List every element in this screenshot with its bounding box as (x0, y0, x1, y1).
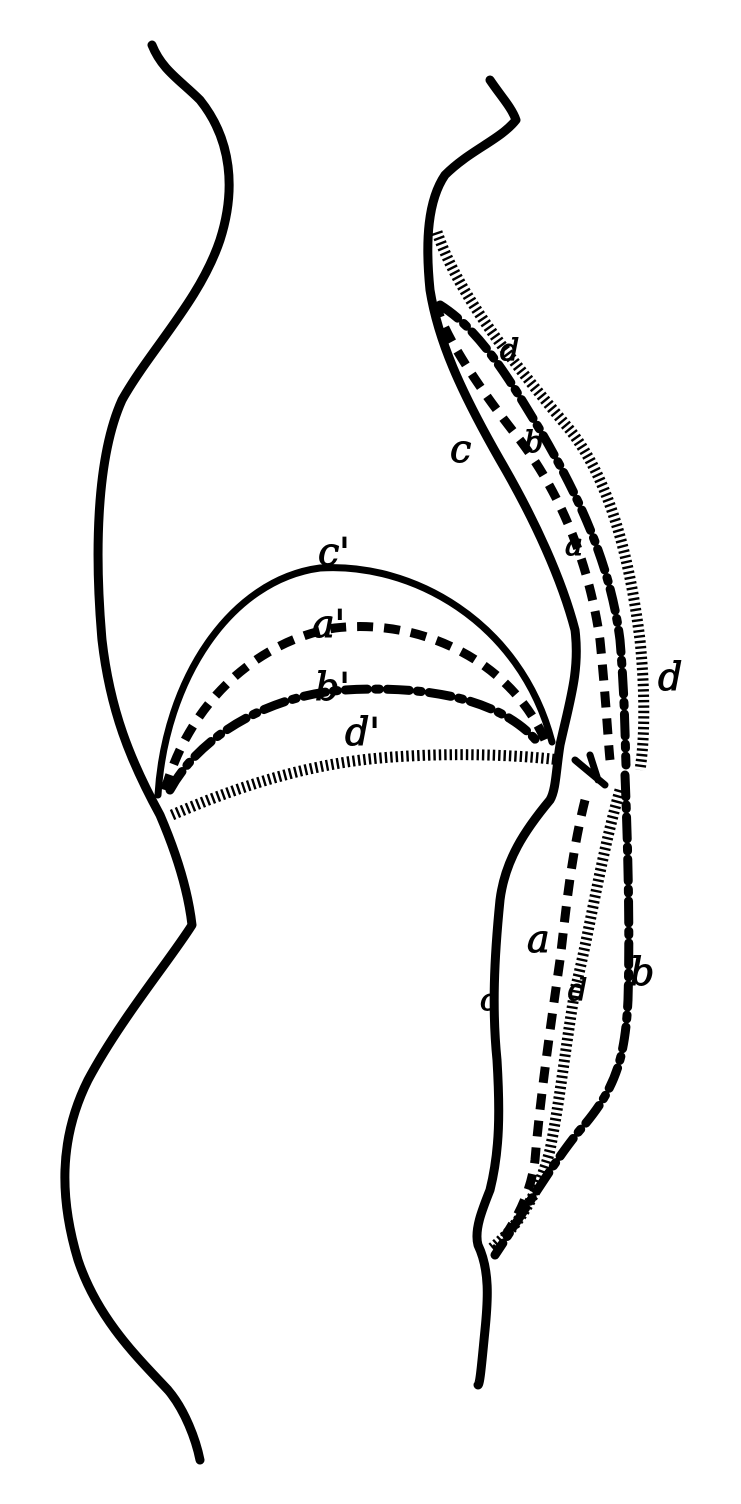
lower-curve-b (490, 770, 634, 1260)
label-a-lower: a (527, 917, 550, 961)
label-b-prime: b' (315, 665, 350, 709)
label-c-lower: c (480, 983, 497, 1018)
label-c-upper: c (450, 427, 471, 471)
upper-curve-b (435, 300, 631, 770)
arch-c-prime (154, 564, 556, 799)
label-c-prime: c' (318, 530, 350, 574)
label-a-prime: a' (312, 602, 345, 646)
arch-b-prime (165, 684, 545, 795)
arch-d-prime (169, 749, 561, 821)
left-outline (60, 40, 234, 1465)
label-d-right: d (658, 655, 682, 699)
label-d-lower: d (568, 973, 587, 1008)
upper-curve-d (431, 230, 650, 771)
arch-a-prime (160, 622, 550, 792)
crossing-tick (571, 751, 609, 789)
upper-curve-a (431, 301, 615, 761)
label-d-prime: d' (345, 710, 380, 754)
right-outline (423, 75, 581, 1390)
label-b-lower: b (630, 950, 654, 994)
label-a-upper: a (565, 528, 583, 563)
label-d-upper: d (500, 333, 519, 368)
ink-layer: c' a' b' d' c b a d d c a d b (60, 40, 683, 1465)
label-b-upper: b (524, 425, 543, 460)
